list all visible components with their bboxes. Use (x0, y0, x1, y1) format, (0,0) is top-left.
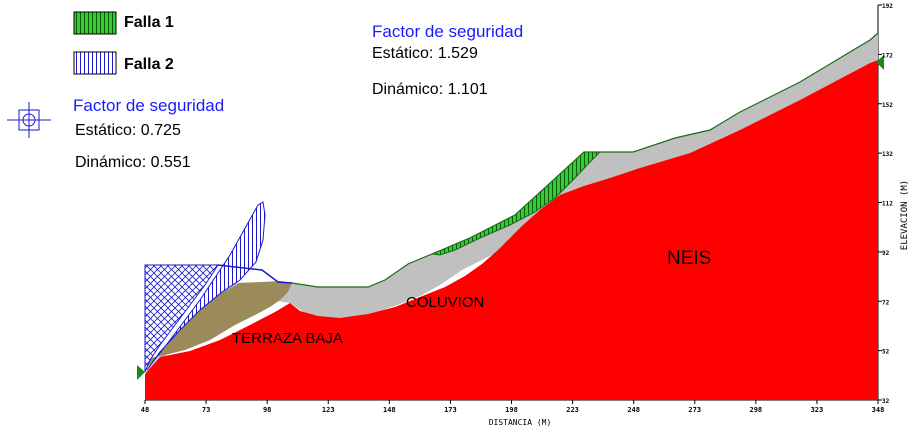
safety-falla-1-title: Factor de seguridad (372, 22, 524, 41)
y-axis-title: ELEVACION (M) (900, 180, 910, 250)
y-tick-label: 72 (882, 299, 890, 306)
legend-falla-1-swatch (73, 11, 117, 35)
terraza-baja-label: TERRAZA BAJA (232, 330, 343, 347)
safety-falla-2-dynamic: Dinámico: 0.551 (75, 154, 191, 171)
x-axis-title: DISTANCIA (M) (489, 418, 552, 427)
y-tick-label: 192 (882, 3, 893, 10)
falla-1-hatched-zone (430, 151, 602, 256)
falla-2-slip-line (217, 264, 293, 284)
x-tick-label: 173 (444, 406, 457, 414)
x-tick-label: 148 (383, 406, 396, 414)
x-tick-label: 323 (811, 406, 824, 414)
x-tick-label: 123 (322, 406, 335, 414)
x-axis-ticks: 48 73 98 123 148 173 198 223 248 273 298 323 348 (141, 400, 885, 414)
y-axis-ticks: 32 52 72 92 112 132 152 172 192 (878, 3, 893, 405)
y-tick-label: 32 (882, 398, 890, 405)
x-tick-label: 348 (872, 406, 885, 414)
x-tick-label: 73 (202, 406, 210, 414)
neis-label: NEIS (667, 248, 712, 269)
x-tick-label: 223 (566, 406, 579, 414)
x-tick-label: 198 (505, 406, 518, 414)
coluvion-label: COLUVION (406, 294, 485, 311)
y-tick-label: 152 (882, 102, 893, 109)
terraza-baja-unit (147, 281, 292, 368)
y-tick-label: 172 (882, 52, 893, 59)
falla-2-hatched-zone (146, 201, 266, 371)
y-tick-label: 132 (882, 151, 893, 158)
neis-unit (145, 60, 878, 400)
falla-2-wedge-crosshatch (144, 264, 219, 373)
legend-falla-2-swatch (73, 51, 117, 75)
right-boundary-marker (876, 55, 884, 70)
legend-falla-2-label: Falla 2 (124, 56, 174, 73)
x-tick-label: 298 (750, 406, 763, 414)
x-tick-label: 98 (263, 406, 271, 414)
x-tick-label: 273 (688, 406, 701, 414)
left-boundary-marker (137, 365, 145, 380)
y-tick-label: 52 (882, 349, 890, 356)
y-tick-label: 112 (882, 201, 893, 208)
coluvion-unit (145, 33, 878, 373)
safety-falla-2-static: Estático: 0.725 (75, 122, 181, 139)
safety-falla-1-dynamic: Dinámico: 1.101 (372, 81, 488, 98)
legend-falla-1-label: Falla 1 (124, 14, 174, 31)
x-tick-label: 248 (627, 406, 640, 414)
safety-falla-1-static: Estático: 1.529 (372, 45, 478, 62)
y-tick-label: 92 (882, 250, 890, 257)
crosshair-target-icon (7, 102, 51, 138)
x-tick-label: 48 (141, 406, 149, 414)
safety-falla-2-title: Factor de seguridad (73, 96, 225, 115)
